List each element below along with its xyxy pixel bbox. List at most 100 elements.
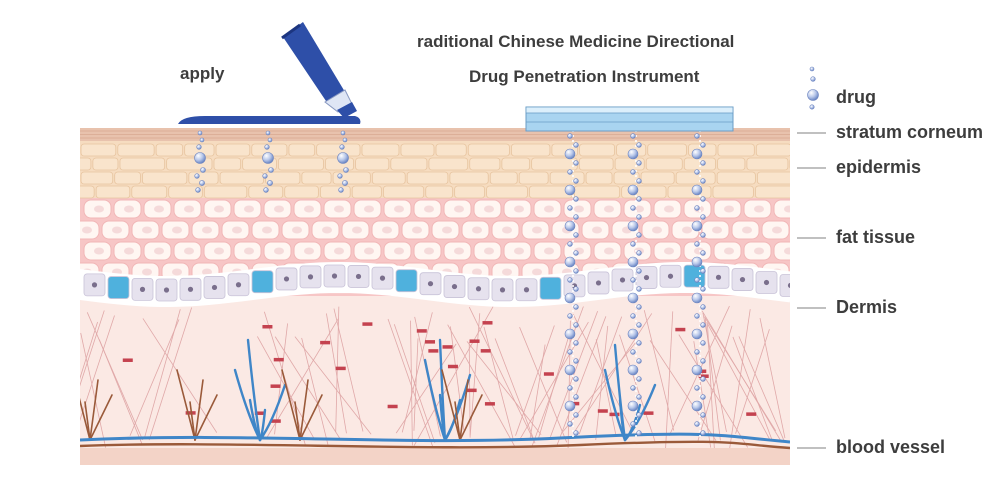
drug-droplet xyxy=(567,349,573,355)
basal-gap xyxy=(251,270,274,294)
drug-droplet xyxy=(573,376,579,382)
drug-droplet xyxy=(567,133,573,139)
drug-droplet xyxy=(567,421,573,427)
epidermis-cell xyxy=(579,143,615,157)
dermis-fiber xyxy=(595,325,609,441)
epidermis-cell xyxy=(573,185,621,199)
dermis-fiber-node xyxy=(428,349,439,353)
drug-droplet xyxy=(199,180,205,186)
tube-cap xyxy=(337,102,357,118)
basal-edge xyxy=(80,289,790,307)
drug-droplet xyxy=(194,152,206,164)
fat-cell-nucleus xyxy=(442,226,452,234)
drug-droplet xyxy=(263,187,269,193)
dermis-fiber xyxy=(450,326,465,431)
basal-nucleus xyxy=(523,287,530,293)
dermis-fiber xyxy=(649,340,717,441)
dermis-fiber xyxy=(483,326,514,440)
basal-nucleus xyxy=(475,286,482,292)
drug-droplet xyxy=(564,400,576,412)
epidermis-cell xyxy=(278,157,324,171)
fat-cell-nucleus xyxy=(184,205,194,213)
dermis-fiber-node xyxy=(442,345,453,349)
artery-branch xyxy=(299,394,323,441)
drug-droplet xyxy=(807,89,819,101)
vein-branch xyxy=(423,358,447,442)
fat-cell-nucleus xyxy=(382,226,392,234)
epidermis-cell xyxy=(319,185,351,199)
epidermis-cell xyxy=(361,143,400,157)
dermis-fiber-node xyxy=(609,412,620,417)
epidermis-cell xyxy=(80,171,114,185)
drug-droplet xyxy=(636,268,642,274)
dermis-fiber xyxy=(401,312,433,433)
drug-droplet xyxy=(694,277,700,283)
dermis-fiber xyxy=(678,334,749,448)
drug-droplet xyxy=(573,178,579,184)
drug-droplet xyxy=(573,268,579,274)
drug-droplet xyxy=(700,214,706,220)
basal-nucleus xyxy=(355,273,362,280)
epidermis-cell xyxy=(449,171,489,185)
basal-nucleus xyxy=(715,274,722,280)
drug-droplet xyxy=(573,304,579,310)
dermis-fiber xyxy=(86,312,144,441)
basal-gap xyxy=(683,264,706,288)
drug-droplet xyxy=(700,232,706,238)
drug-droplet xyxy=(573,340,579,346)
dermis-fiber-node xyxy=(597,409,608,413)
drug-droplet xyxy=(343,167,349,173)
drug-penetration-paths xyxy=(194,130,706,440)
dermis-fiber-node xyxy=(543,372,554,376)
epidermis-cell xyxy=(489,171,518,185)
drug-droplet xyxy=(636,250,642,256)
dermis-fiber-node xyxy=(362,322,373,326)
drug-droplet xyxy=(700,430,706,436)
dermis-fiber xyxy=(550,311,599,437)
fat-cell-nucleus xyxy=(604,205,614,213)
fat-cell-nucleus xyxy=(142,268,152,276)
basal-nucleus xyxy=(427,281,434,287)
drug-droplet xyxy=(636,214,642,220)
drug-droplet xyxy=(573,358,579,364)
drug-droplet-icon xyxy=(807,66,819,110)
drug-droplet xyxy=(573,250,579,256)
drug-droplet xyxy=(700,160,706,166)
drug-droplet xyxy=(636,232,642,238)
vein-branch xyxy=(246,338,262,442)
drug-droplet xyxy=(809,66,815,72)
drug-droplet xyxy=(636,286,642,292)
drug-droplet xyxy=(627,364,639,376)
fat-cell xyxy=(773,199,790,219)
fat-cell-nucleus xyxy=(262,226,272,234)
title-line-2: Drug Penetration Instrument xyxy=(469,67,700,86)
basal-nucleus xyxy=(739,276,746,283)
layer-label-dermis: Dermis xyxy=(836,297,898,317)
epidermis-cell xyxy=(92,157,119,171)
fat-cell-nucleus xyxy=(232,226,242,234)
fat-cell-nucleus xyxy=(172,226,182,234)
dermis-fiber xyxy=(531,306,584,447)
fat-cell-nucleus xyxy=(124,205,134,213)
artery-branch xyxy=(459,379,469,441)
dermis-fiber-node xyxy=(416,329,427,333)
drug-droplet xyxy=(700,304,706,310)
drug-droplet xyxy=(337,173,343,179)
epidermis-cell xyxy=(746,157,789,171)
drug-droplet xyxy=(691,292,703,304)
drug-droplet xyxy=(630,385,636,391)
drug-droplet xyxy=(200,167,206,173)
drug-droplet xyxy=(630,313,636,319)
basal-nucleus xyxy=(763,279,770,286)
artery-branch xyxy=(176,369,196,441)
drug-droplet xyxy=(573,430,579,436)
artery-branch xyxy=(281,369,301,441)
dermis-fiber-node xyxy=(466,388,477,393)
epidermis-cell xyxy=(80,143,117,157)
fat-cell-nucleus xyxy=(394,205,404,213)
drug-droplet xyxy=(627,400,639,412)
fat-cell-nucleus xyxy=(154,247,164,255)
drug-droplet xyxy=(337,152,349,164)
fat-cell-nucleus xyxy=(274,205,284,213)
dermis-fiber xyxy=(466,341,542,436)
